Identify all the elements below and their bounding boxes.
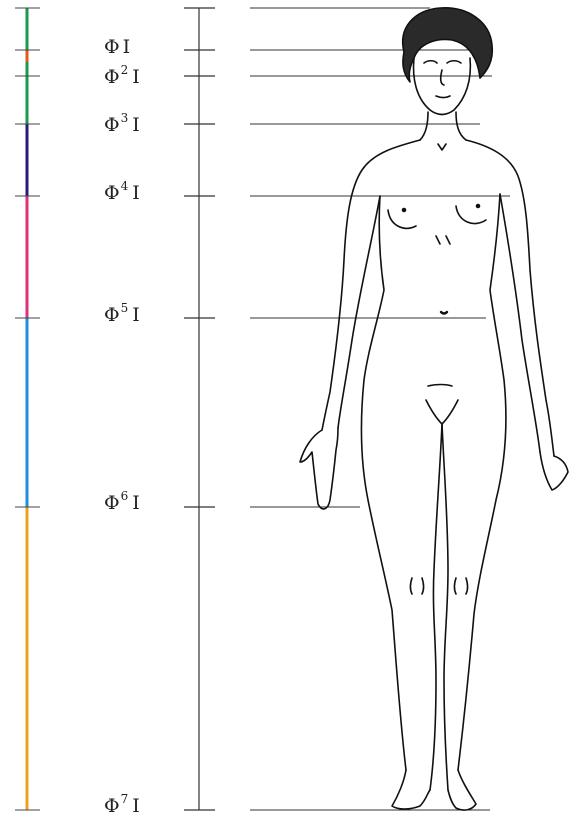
unit-symbol: I <box>132 795 140 817</box>
hair <box>403 8 493 82</box>
exponent: 3 <box>121 111 129 125</box>
sternum <box>438 144 446 150</box>
pelvis <box>428 385 452 387</box>
phi-symbol: Φ <box>104 36 120 58</box>
left-eye <box>424 61 437 63</box>
unit-symbol: I <box>132 114 140 136</box>
exponent: 6 <box>121 489 129 503</box>
unit-symbol: I <box>123 36 131 58</box>
right-nipple <box>477 205 480 208</box>
human-figure-drawing <box>300 8 568 810</box>
left-inner-arm <box>338 196 380 428</box>
color-proportion-scale <box>15 8 40 810</box>
phi-symbol: Φ <box>104 795 120 817</box>
unit-symbol: I <box>132 66 140 88</box>
right-hand <box>540 452 568 490</box>
right-eye <box>447 61 461 63</box>
unit-symbol: I <box>132 492 140 514</box>
phi-symbol: Φ <box>104 66 120 88</box>
unit-symbol: I <box>132 182 140 204</box>
left-breast <box>388 210 416 228</box>
exponent: 7 <box>121 792 129 806</box>
nose <box>441 70 444 85</box>
right-inner-leg <box>442 424 448 790</box>
navel <box>441 312 447 314</box>
mouth <box>436 96 450 98</box>
phi-symbol: Φ <box>104 182 120 204</box>
left-nipple <box>403 209 406 212</box>
exponent: 4 <box>121 179 129 193</box>
ribcage <box>436 236 450 244</box>
right-torso <box>458 194 506 770</box>
exponent: 2 <box>121 63 129 77</box>
face <box>414 58 471 115</box>
right-shoulder-arm <box>466 140 554 456</box>
left-foot <box>392 770 430 809</box>
left-inner-leg <box>430 424 442 790</box>
phi-symbol: Φ <box>104 304 120 326</box>
right-breast <box>456 206 486 224</box>
proportion-ruler <box>184 8 215 810</box>
left-torso <box>361 196 406 770</box>
left-shoulder-arm <box>322 140 420 430</box>
unit-symbol: I <box>132 304 140 326</box>
body-guide-lines <box>250 8 510 810</box>
right-knee <box>455 578 468 594</box>
right-foot <box>448 770 476 810</box>
neck <box>420 112 466 140</box>
exponent: 5 <box>121 301 129 315</box>
left-hand <box>300 428 338 509</box>
phi-symbol: Φ <box>104 492 120 514</box>
phi-symbol: Φ <box>104 114 120 136</box>
left-knee <box>411 578 424 594</box>
groin <box>426 400 458 424</box>
